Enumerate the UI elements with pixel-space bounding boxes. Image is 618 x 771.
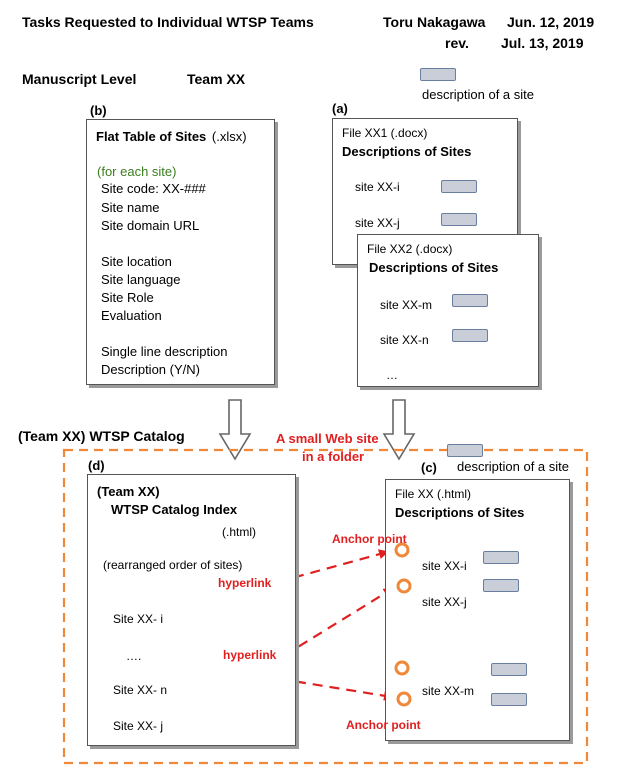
- hyperlink-arrow-m: [211, 666, 394, 701]
- catalog-dots: ….: [126, 649, 142, 663]
- site-description-icon: [491, 693, 527, 706]
- field-site-location: Site location: [101, 254, 172, 269]
- catalog-site-i[interactable]: Site XX- i: [113, 612, 164, 626]
- site-description-icon: [491, 663, 527, 676]
- tag-b: (b): [90, 103, 107, 118]
- field-site-language: Site language: [101, 272, 181, 287]
- hyperlink-label-bottom: hyperlink: [223, 648, 277, 662]
- catalog-section-label: (Team XX) WTSP Catalog: [18, 428, 185, 444]
- flat-table-title: Flat Table of Sites: [96, 129, 207, 144]
- rev-label: rev.: [445, 35, 469, 51]
- team-label: Team XX: [187, 71, 246, 87]
- author: Toru Nakagawa: [383, 14, 486, 30]
- file-xx1-label: File XX1 (.docx): [342, 126, 428, 140]
- file-xx2-desc: Descriptions of Sites: [369, 260, 499, 275]
- field-site-code: Site code: XX-###: [101, 181, 206, 196]
- anchor-point-label-bottom: Anchor point: [346, 718, 421, 732]
- site-description-icon: [447, 444, 483, 457]
- html-site-i: site XX-i: [422, 559, 467, 573]
- rearranged-order-label: (rearranged order of sites): [103, 558, 243, 572]
- site-description-icon: [441, 180, 477, 193]
- field-evaluation: Evaluation: [101, 308, 162, 323]
- site-description-icon: [441, 213, 477, 226]
- legend-text-bottom: description of a site: [457, 459, 570, 474]
- field-site-url: Site domain URL: [101, 218, 200, 233]
- catalog-index-box: (Team XX) WTSP Catalog Index (.html) (re…: [87, 474, 296, 746]
- file-xx2-site-n: site XX-n: [380, 333, 429, 347]
- catalog-site-j[interactable]: Site XX- j: [113, 719, 164, 733]
- html-descriptions-box: File XX (.html) Descriptions of Sites si…: [385, 479, 570, 741]
- field-site-role: Site Role: [101, 290, 154, 305]
- html-site-j: site XX-j: [422, 595, 467, 609]
- site-description-icon: [483, 551, 519, 564]
- flat-table-box: Flat Table of Sites (.xlsx) (for each si…: [86, 119, 275, 385]
- for-each-site: (for each site): [97, 164, 177, 179]
- field-site-name: Site name: [101, 200, 160, 215]
- down-arrow-right: [382, 399, 416, 461]
- file-xx1-site-i: site XX-i: [355, 180, 400, 194]
- file-xx2-ellipsis: …: [386, 368, 398, 382]
- rev-date: Jul. 13, 2019: [501, 35, 584, 51]
- docx-file-xx2: File XX2 (.docx) Descriptions of Sites s…: [357, 234, 539, 387]
- tag-c: (c): [421, 460, 437, 475]
- hyperlink-arrow-i: [211, 549, 389, 602]
- date: Jun. 12, 2019: [507, 14, 595, 30]
- small-web-site-label: A small Web site: [276, 431, 379, 446]
- tag-d: (d): [88, 458, 105, 473]
- down-arrow-left: [218, 399, 252, 461]
- html-site-m: site XX-m: [422, 684, 475, 698]
- tag-a: (a): [332, 101, 348, 116]
- file-xx1-site-j: site XX-j: [355, 216, 400, 230]
- site-description-icon: [452, 294, 488, 307]
- site-description-icon: [420, 68, 456, 81]
- field-description-yn: Description (Y/N): [101, 362, 200, 377]
- file-xx2-label: File XX2 (.docx): [367, 242, 453, 256]
- flat-table-ext: (.xlsx): [211, 129, 247, 144]
- catalog-site-n[interactable]: Site XX- n: [113, 683, 168, 697]
- field-single-line-description: Single line description: [101, 344, 228, 359]
- html-file-label: File XX (.html): [395, 487, 472, 501]
- web-site-folder-boundary: [62, 448, 589, 765]
- catalog-index-ext: (.html): [222, 525, 256, 539]
- catalog-index-team: (Team XX): [97, 484, 160, 499]
- manuscript-level-label: Manuscript Level: [22, 71, 137, 87]
- site-description-icon: [452, 329, 488, 342]
- catalog-index-title: WTSP Catalog Index: [111, 502, 238, 517]
- file-xx2-site-m: site XX-m: [380, 298, 433, 312]
- html-desc-title: Descriptions of Sites: [395, 505, 525, 520]
- legend-text-top: description of a site: [422, 87, 535, 102]
- file-xx1-desc: Descriptions of Sites: [342, 144, 472, 159]
- hyperlink-label-top: hyperlink: [218, 576, 272, 590]
- site-description-icon: [483, 579, 519, 592]
- anchor-point-label-top: Anchor point: [332, 532, 407, 546]
- in-a-folder-label: in a folder: [302, 449, 365, 464]
- page-title: Tasks Requested to Individual WTSP Teams: [22, 14, 314, 30]
